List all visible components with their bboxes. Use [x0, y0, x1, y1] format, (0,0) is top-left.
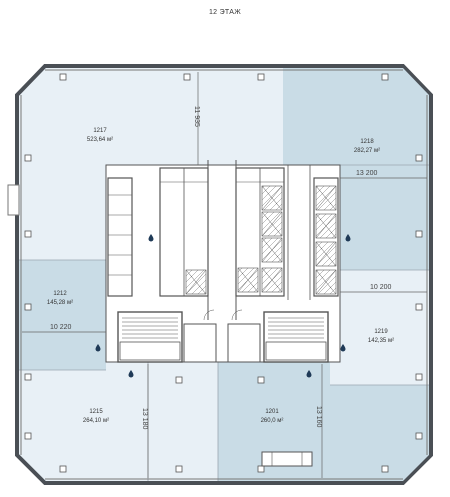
water-drop-icon — [345, 234, 351, 242]
water-drop-icon — [95, 344, 101, 352]
dimension-10200: 10 200 — [370, 284, 392, 291]
water-drop-icon — [128, 370, 134, 378]
room-number: 1212 — [53, 291, 67, 297]
water-drop-icon — [148, 234, 154, 242]
columns — [24, 73, 423, 473]
room-1212-fill — [19, 260, 106, 370]
room-number: 1217 — [93, 128, 107, 134]
room-number: 1201 — [265, 409, 279, 415]
dimension-10220: 10 220 — [50, 324, 72, 331]
water-drop-icon — [306, 370, 312, 378]
water-drops — [95, 234, 351, 378]
dimension-13160: 13 160 — [315, 406, 322, 428]
room-number: 1218 — [360, 139, 374, 145]
floor-title: 12 ЭТАЖ — [208, 9, 242, 16]
dimension-11935: 11 935 — [193, 106, 200, 127]
room-area: 260,0 м² — [261, 418, 284, 424]
dimension-labels: 11 935 13 200 10 200 10 220 13 180 13 16… — [50, 106, 392, 430]
water-drop-icon — [340, 344, 346, 352]
window-frames — [7, 69, 428, 480]
room-number: 1219 — [374, 329, 388, 335]
room-area: 142,35 м² — [368, 338, 394, 344]
room-area: 264,10 м² — [83, 418, 109, 424]
room-area: 523,64 м² — [87, 137, 113, 143]
dimension-13200: 13 200 — [356, 170, 378, 177]
room-number: 1215 — [89, 409, 103, 415]
room-1218-fill — [283, 68, 429, 270]
room-1201-fill — [218, 362, 429, 481]
entrance-vestibule — [261, 451, 313, 467]
dimension-lines — [22, 72, 427, 478]
room-area: 282,27 м² — [354, 148, 380, 154]
room-labels: 1217 523,64 м² 1218 282,27 м² 1212 145,2… — [47, 128, 394, 424]
room-area: 145,28 м² — [47, 300, 73, 306]
building-core — [105, 160, 341, 363]
dimension-13180: 13 180 — [141, 408, 148, 430]
